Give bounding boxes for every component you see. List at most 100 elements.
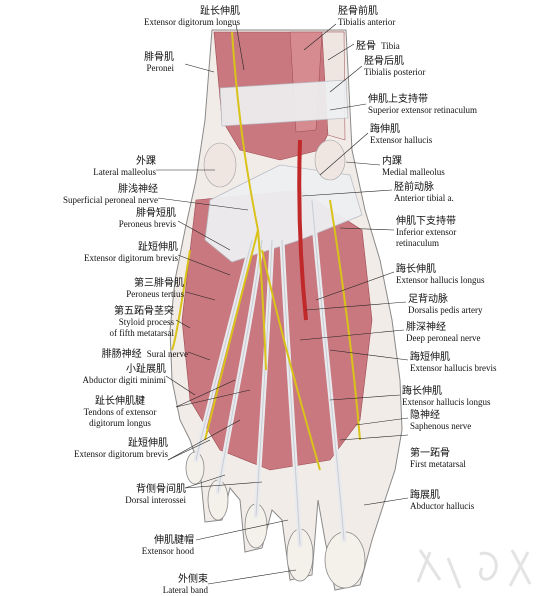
label-en: Extensor hallucis: [370, 135, 433, 145]
label-en: Extensor hallucis brevis: [410, 363, 497, 373]
label-en: Superficial peroneal nerve: [63, 195, 158, 205]
label-en: Peronei: [146, 63, 175, 73]
label-zh: 第五跖骨茎突: [114, 306, 174, 317]
label-en: Deep peroneal nerve: [406, 333, 481, 343]
label-en: Saphenous nerve: [410, 421, 472, 431]
label-en: First metatarsal: [410, 459, 466, 469]
label-en: Extensor digitorum brevis: [84, 253, 178, 263]
label-en: Tibialis posterior: [364, 67, 426, 77]
medial-malleolus-shape: [314, 139, 346, 181]
label-tibia: 胫骨 Tibia: [356, 38, 400, 52]
label-zh: 踇伸肌: [370, 124, 400, 135]
label-peronei: 腓骨肌 Peronei: [144, 52, 174, 74]
label-en: Extensor digitorum brevis: [74, 449, 168, 459]
label-dorsalis-pedis-artery: 足背动脉 Dorsalis pedis artery: [408, 294, 482, 316]
label-zh: 踇短伸肌: [410, 352, 450, 363]
fifth-toe: [185, 451, 205, 485]
label-lateral-malleolus: 外踝 Lateral malleolus: [93, 156, 156, 178]
label-zh: 腓骨肌: [144, 52, 174, 63]
label-en: Anterior tibial a.: [394, 193, 454, 203]
watermark-decoration: [416, 549, 532, 589]
label-dorsal-interossei: 背侧骨间肌 Dorsal interossei: [125, 484, 186, 506]
label-zh: 伸肌上支持带: [368, 94, 428, 105]
label-zh: 腓深神经: [406, 322, 446, 333]
dorsalis-pedis-artery-path: [297, 139, 308, 321]
label-deep-peroneal-nerve: 腓深神经 Deep peroneal nerve: [406, 322, 480, 344]
label-en: Abductor digiti minimi: [82, 375, 167, 385]
label-tibialis-anterior: 胫骨前肌 Tibialis anterior: [338, 6, 395, 28]
label-extensor-digitorum-brevis-top: 趾短伸肌 Extensor digitorum brevis: [84, 242, 178, 264]
label-zh: 胫骨: [356, 41, 376, 52]
label-en: Extensor hallucis longus: [396, 275, 485, 285]
label-tibialis-posterior: 胫骨后肌 Tibialis posterior: [364, 56, 425, 78]
label-en: Extensor hood: [141, 546, 194, 556]
label-en-2: retinaculum: [396, 238, 439, 248]
label-en: Lateral malleolus: [93, 167, 156, 177]
label-lateral-band: 外侧束 Lateral band: [163, 574, 208, 596]
label-en: Peroneus tertius: [126, 289, 184, 299]
label-zh: 胫前动脉: [394, 182, 434, 193]
label-en: Extensor hallucis longus: [402, 397, 491, 407]
label-zh: 踇长伸肌: [396, 264, 436, 275]
lateral-malleolus-shape: [203, 142, 237, 188]
label-medial-malleolus: 内踝 Medial malleolus: [382, 156, 445, 178]
label-extensor-digitorum-longus: 趾长伸肌 Extensor digitorum longus: [144, 6, 240, 28]
label-zh: 腓骨短肌: [136, 208, 176, 219]
label-en: Lateral band: [162, 585, 208, 595]
label-zh: 踇展肌: [410, 490, 440, 501]
label-zh: 趾长伸肌腱: [95, 396, 145, 407]
label-zh: 趾短伸肌: [128, 438, 168, 449]
label-tendons-extensor-digitorum-longus: 趾长伸肌腱 Tendons of extensor digitorum long…: [60, 396, 180, 429]
label-zh: 伸肌下支持带: [396, 216, 456, 227]
label-en: Medial malleolus: [382, 167, 445, 177]
tendon-shading: [195, 199, 345, 546]
label-extensor-digitorum-brevis-bottom: 趾短伸肌 Extensor digitorum brevis: [74, 438, 168, 460]
label-en-2: of fifth metatarsal: [109, 328, 174, 338]
label-en: Peroneus brevis: [118, 219, 176, 229]
label-zh: 外踝: [136, 156, 156, 167]
label-peroneus-tertius: 第三腓骨肌 Peroneus tertius: [126, 278, 184, 300]
label-en: Inferior extensor: [396, 227, 457, 237]
label-en: Superior extensor retinaculum: [368, 105, 477, 115]
label-zh: 趾短伸肌: [138, 242, 178, 253]
label-en: Dorsal interossei: [125, 495, 186, 505]
label-zh: 隐神经: [410, 410, 440, 421]
label-peroneus-brevis: 腓骨短肌 Peroneus brevis: [119, 208, 176, 230]
label-extensor-hallucis-brevis: 踇短伸肌 Extensor hallucis brevis: [410, 352, 496, 374]
label-inferior-extensor-retinaculum: 伸肌下支持带 Inferior extensor retinaculum: [396, 216, 456, 249]
label-superficial-peroneal-nerve: 腓浅神经 Superficial peroneal nerve: [63, 184, 158, 206]
label-extensor-hallucis: 踇伸肌 Extensor hallucis: [370, 124, 432, 146]
label-extensor-hood: 伸肌腱帽 Extensor hood: [142, 535, 194, 557]
label-en: Abductor hallucis: [410, 501, 475, 511]
label-en: Sural nerve: [146, 349, 188, 359]
label-en: Dorsalis pedis artery: [408, 305, 483, 315]
label-first-metatarsal: 第一跖骨 First metatarsal: [410, 448, 466, 470]
label-zh: 腓肠神经: [101, 349, 142, 360]
label-extensor-hallucis-longus-bottom: 踇长伸肌 Extensor hallucis longus: [402, 386, 491, 408]
label-zh: 外侧束: [178, 574, 208, 585]
label-zh: 小趾展肌: [126, 364, 166, 375]
label-zh: 足背动脉: [408, 294, 448, 305]
label-extensor-hallucis-longus-top: 踇长伸肌 Extensor hallucis longus: [396, 264, 485, 286]
label-anterior-tibial-artery: 胫前动脉 Anterior tibial a.: [394, 182, 454, 204]
label-zh: 胫骨前肌: [338, 6, 378, 17]
label-en: Tendons of extensor: [83, 407, 157, 417]
label-zh: 第一跖骨: [410, 448, 450, 459]
inferior-retinaculum-band: [204, 164, 363, 263]
label-zh: 内踝: [382, 156, 402, 167]
label-en: Tibia: [381, 41, 400, 51]
label-abductor-digiti-minimi: 小趾展肌 Abductor digiti minimi: [83, 364, 167, 386]
label-styloid-process: 第五跖骨茎突 Styloid process of fifth metatars…: [110, 306, 174, 339]
label-en: Styloid process: [118, 317, 174, 327]
label-en: Tibialis anterior: [338, 17, 396, 27]
label-zh: 踇长伸肌: [402, 386, 442, 397]
superior-retinaculum-band: [219, 79, 349, 127]
label-saphenous-nerve: 隐神经 Saphenous nerve: [410, 410, 471, 432]
label-zh: 第三腓骨肌: [134, 278, 184, 289]
label-zh: 趾长伸肌: [200, 6, 240, 17]
label-zh: 胫骨后肌: [364, 56, 404, 67]
label-en: Extensor digitorum longus: [144, 17, 240, 27]
label-abductor-hallucis: 踇展肌 Abductor hallucis: [410, 490, 474, 512]
